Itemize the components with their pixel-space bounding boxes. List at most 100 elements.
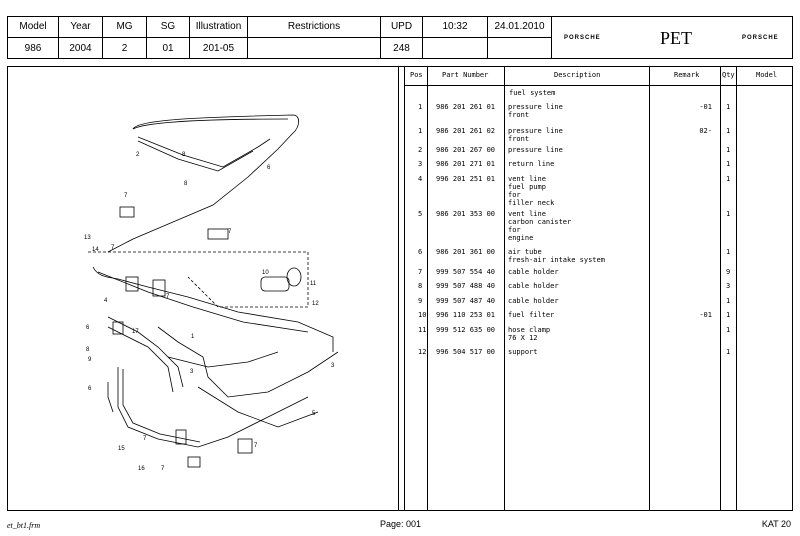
- restrictions-label: Restrictions: [287, 21, 341, 32]
- row-qty: 1: [726, 326, 731, 334]
- col-header-description: Description: [554, 71, 601, 79]
- illustration-value: 201-05: [202, 43, 235, 54]
- time-cell: 10:32: [423, 17, 488, 58]
- date-value: 24.01.2010: [494, 21, 545, 32]
- row-description-line: cable holder: [508, 282, 559, 290]
- parts-table: Pos Part Number Description Remark Qty M…: [404, 67, 792, 510]
- group-title: fuel system: [509, 89, 556, 97]
- exploded-diagram[interactable]: 2 8 6 7 8 7 13 14 7 4 7 10 11 12 6 17 1 …: [8, 67, 399, 510]
- row-part-number: 996 110 253 01: [436, 311, 496, 319]
- callout-labels: 2 8 6 7 8 7 13 14 7 4 7 10 11 12 6 17 1 …: [84, 152, 335, 472]
- svg-text:3: 3: [190, 369, 194, 375]
- header-divider: [8, 37, 423, 38]
- svg-text:10: 10: [262, 270, 269, 276]
- row-part-number: 986 201 267 00: [436, 146, 496, 154]
- row-qty: 3: [726, 282, 731, 290]
- row-pos: 9: [418, 297, 423, 305]
- row-pos: 6: [418, 248, 423, 256]
- col-header-qty: Qty: [722, 71, 735, 79]
- row-part-number: 986 201 271 01: [436, 160, 496, 168]
- row-description-line: front: [508, 135, 530, 143]
- row-remark: 02-: [699, 127, 712, 135]
- row-part-number: 999 512 635 00: [436, 326, 496, 334]
- row-part-number: 986 201 361 00: [436, 248, 496, 256]
- row-qty: 1: [726, 103, 731, 111]
- row-qty: 1: [726, 311, 731, 319]
- year-cell: Year 2004: [59, 17, 103, 58]
- svg-text:13: 13: [84, 235, 91, 241]
- brand-area: PORSCHE PET PORSCHE: [552, 17, 792, 58]
- row-pos: 2: [418, 146, 423, 154]
- row-pos: 8: [418, 282, 423, 290]
- row-description-line: for: [508, 191, 521, 199]
- footer-page: Page: 001: [380, 519, 422, 529]
- row-qty: 1: [726, 146, 731, 154]
- row-part-number: 986 201 353 00: [436, 210, 496, 218]
- row-part-number: 999 507 487 40: [436, 297, 496, 305]
- row-qty: 9: [726, 268, 731, 276]
- upd-label: UPD: [390, 21, 413, 32]
- svg-text:12: 12: [312, 301, 319, 307]
- row-qty: 1: [726, 297, 731, 305]
- row-part-number: 996 504 517 00: [436, 348, 496, 356]
- model-label: Model: [19, 21, 47, 32]
- sg-label: SG: [160, 21, 176, 32]
- upd-cell: UPD 248: [381, 17, 423, 58]
- row-description-line: cable holder: [508, 297, 559, 305]
- row-remark: -01: [699, 103, 712, 111]
- col-header-remark: Remark: [674, 71, 700, 79]
- row-description-line: hose clamp: [508, 326, 551, 334]
- col-header-part-number: Part Number: [442, 71, 489, 79]
- col-line: [404, 67, 405, 510]
- row-pos: 1: [418, 103, 423, 111]
- row-description-line: vent line: [508, 210, 546, 218]
- svg-text:7: 7: [161, 466, 165, 472]
- svg-text:17: 17: [132, 329, 139, 335]
- row-description-line: engine: [508, 234, 534, 242]
- svg-text:1: 1: [191, 334, 195, 340]
- row-description-line: front: [508, 111, 530, 119]
- row-part-number: 996 201 251 01: [436, 175, 496, 183]
- svg-text:16: 16: [138, 466, 145, 472]
- row-pos: 12: [418, 348, 427, 356]
- date-cell: 24.01.2010: [488, 17, 552, 58]
- restrictions-cell: Restrictions: [248, 17, 381, 58]
- svg-text:15: 15: [118, 446, 125, 452]
- col-header-pos: Pos: [410, 71, 423, 79]
- row-pos: 11: [418, 326, 427, 334]
- svg-text:9: 9: [88, 357, 92, 363]
- header-bar: Model 986 Year 2004 MG 2 SG 01 Illustrat…: [7, 16, 793, 59]
- sg-cell: SG 01: [147, 17, 190, 58]
- row-part-number: 986 201 261 01: [436, 103, 496, 111]
- row-description-line: fuel pump: [508, 183, 546, 191]
- svg-text:11: 11: [310, 281, 317, 287]
- brand-title: PET: [660, 28, 693, 48]
- row-description-line: vent line: [508, 175, 546, 183]
- svg-text:7: 7: [166, 294, 170, 300]
- svg-text:8: 8: [182, 152, 186, 158]
- col-header-model: Model: [756, 71, 778, 79]
- svg-text:6: 6: [267, 165, 271, 171]
- upd-value: 248: [393, 43, 410, 54]
- row-part-number: 986 201 261 02: [436, 127, 496, 135]
- illustration-label: Illustration: [195, 21, 242, 32]
- row-qty: 1: [726, 248, 731, 256]
- brand-logo-left: PORSCHE: [564, 35, 601, 41]
- row-description-line: cable holder: [508, 268, 559, 276]
- svg-text:7: 7: [124, 193, 128, 199]
- year-label: Year: [70, 21, 91, 32]
- col-line: [427, 67, 428, 510]
- mg-label: MG: [116, 21, 133, 32]
- time-value: 10:32: [442, 21, 468, 32]
- row-pos: 1: [418, 127, 423, 135]
- row-description-line: fresh-air intake system: [508, 256, 605, 264]
- row-qty: 1: [726, 175, 731, 183]
- sg-value: 01: [162, 43, 174, 54]
- row-description-line: air tube: [508, 248, 542, 256]
- row-description-line: pressure line: [508, 127, 563, 135]
- svg-text:6: 6: [86, 325, 90, 331]
- svg-text:7: 7: [111, 245, 115, 251]
- row-description-line: pressure line: [508, 146, 563, 154]
- row-part-number: 999 507 488 40: [436, 282, 496, 290]
- mg-value: 2: [121, 43, 128, 54]
